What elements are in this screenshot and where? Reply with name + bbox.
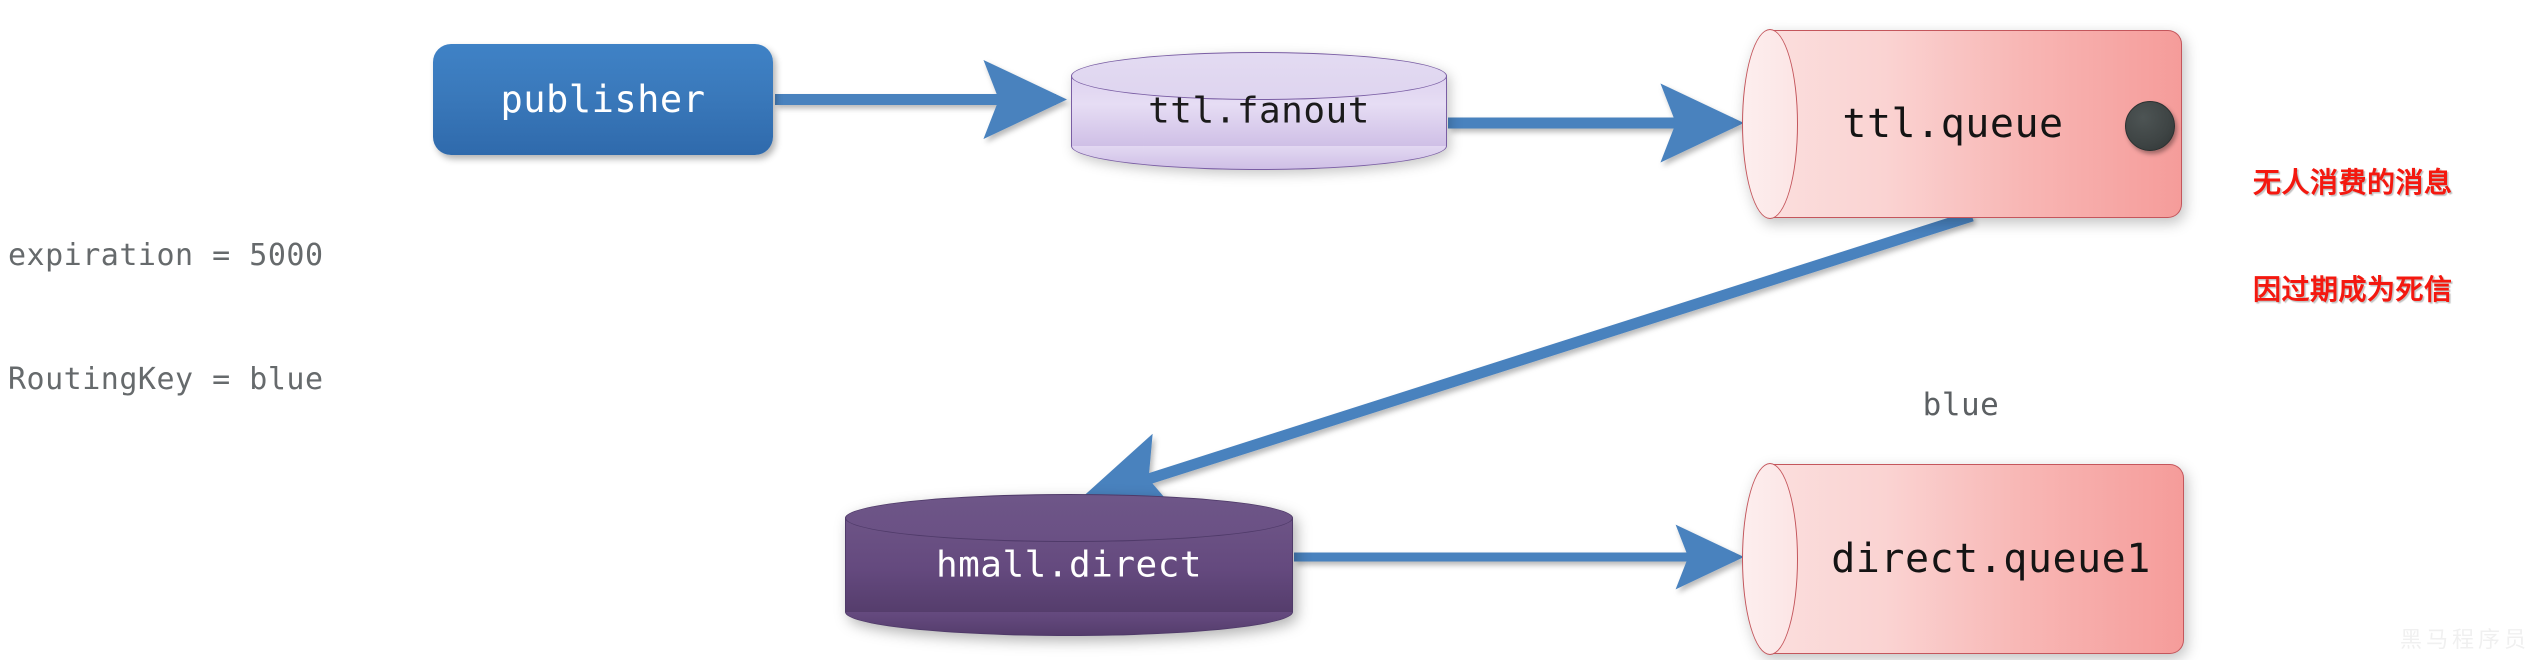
node-direct-queue1-label: direct.queue1 bbox=[1831, 536, 2151, 582]
annotation-line-2: 因过期成为死信 bbox=[2253, 273, 2453, 307]
cylinder-top bbox=[1071, 52, 1447, 100]
binding-key-label: blue bbox=[1922, 387, 2000, 423]
param-expiration: expiration = 5000 bbox=[8, 237, 324, 273]
node-publisher[interactable]: publisher bbox=[433, 44, 773, 155]
watermark-text: 黑马程序员 bbox=[2399, 628, 2530, 653]
cylinder-body bbox=[1770, 464, 2184, 654]
node-ttl-fanout[interactable]: ttl.fanout bbox=[1071, 52, 1447, 170]
node-ttl-queue-label: ttl.queue bbox=[1842, 101, 2064, 147]
node-hmall-direct[interactable]: hmall.direct bbox=[845, 494, 1293, 636]
dead-letter-annotation: 无人消费的消息 因过期成为死信 bbox=[2253, 93, 2453, 380]
cylinder-top bbox=[845, 494, 1293, 542]
message-params: expiration = 5000 RoutingKey = blue bbox=[8, 152, 324, 483]
param-routingkey: RoutingKey = blue bbox=[8, 361, 324, 397]
message-dot-icon bbox=[2125, 101, 2175, 151]
cylinder-left-cap bbox=[1742, 463, 1798, 655]
node-hmall-direct-label: hmall.direct bbox=[935, 544, 1203, 586]
cylinder-left-cap bbox=[1742, 29, 1798, 219]
annotation-line-1: 无人消费的消息 bbox=[2253, 165, 2453, 199]
edge-ttlqueue-to-hmalldirect bbox=[1077, 210, 1974, 514]
node-ttl-queue[interactable]: ttl.queue bbox=[1742, 29, 2182, 219]
cylinder-body bbox=[1770, 30, 2182, 218]
node-publisher-label: publisher bbox=[500, 78, 706, 121]
node-ttl-fanout-label: ttl.fanout bbox=[1148, 90, 1370, 132]
node-direct-queue1[interactable]: direct.queue1 bbox=[1742, 463, 2184, 655]
